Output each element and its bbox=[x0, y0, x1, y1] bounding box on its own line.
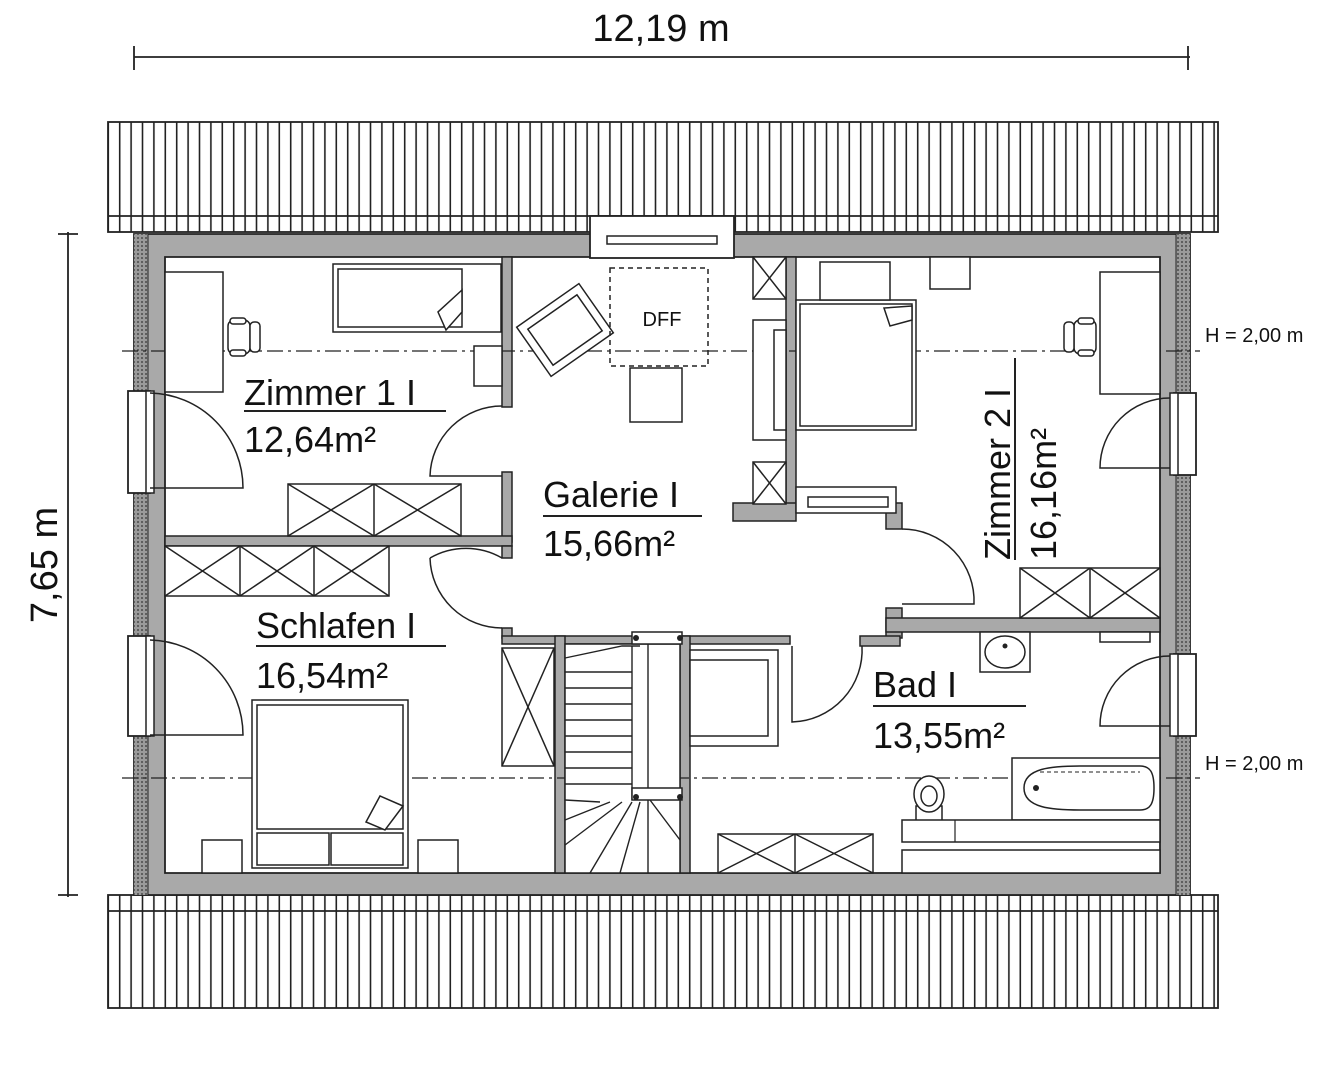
roof-window-label: DFF bbox=[643, 309, 682, 331]
room-area: 13,55m² bbox=[873, 715, 1005, 756]
desk-zimmer1 bbox=[164, 271, 224, 393]
double-bed-schlafen bbox=[251, 699, 409, 869]
side-table bbox=[629, 367, 683, 423]
window-left-lower bbox=[127, 635, 155, 737]
room-area: 16,54m² bbox=[256, 655, 388, 696]
height-marker-top: H = 2,00 m bbox=[1205, 325, 1303, 347]
bed-zimmer1 bbox=[332, 263, 502, 333]
wardrobe-zimmer1 bbox=[287, 483, 462, 537]
toilet-icon bbox=[913, 775, 945, 827]
door-swings bbox=[149, 392, 1171, 736]
room-name: Bad I bbox=[873, 664, 957, 705]
nightstand-zimmer1 bbox=[473, 345, 503, 387]
dormer-window bbox=[589, 215, 735, 259]
nightstands-schlafen bbox=[201, 839, 459, 874]
cabinet-bad bbox=[717, 833, 874, 874]
width-label: 12,19 m bbox=[592, 8, 729, 50]
roof-bottom bbox=[107, 894, 1219, 1009]
shelf-galerie bbox=[752, 256, 787, 505]
wardrobe-schlafen bbox=[164, 545, 390, 597]
height-marker-bottom: H = 2,00 m bbox=[1205, 753, 1303, 775]
bathtub-icon bbox=[1011, 757, 1161, 821]
armchair-icon bbox=[515, 282, 615, 378]
window-right-upper bbox=[1169, 392, 1197, 476]
chair-icon bbox=[227, 317, 261, 357]
room-name: Schlafen I bbox=[256, 605, 416, 646]
room-area: 16,16m² bbox=[1023, 428, 1064, 560]
room-schlafen: Schlafen I 16,54m² bbox=[256, 605, 446, 696]
room-name: Zimmer 1 I bbox=[244, 372, 416, 413]
room-name: Zimmer 2 I bbox=[977, 388, 1018, 560]
room-name: Galerie I bbox=[543, 474, 679, 515]
room-zimmer1: Zimmer 1 I 12,64m² bbox=[244, 372, 446, 460]
room-area: 12,64m² bbox=[244, 419, 376, 460]
wardrobe-zimmer2 bbox=[1019, 567, 1161, 619]
roof-window-dff: DFF bbox=[609, 267, 709, 367]
width-dimension: 12,19 m bbox=[133, 8, 1190, 70]
closet-stair-left bbox=[501, 647, 555, 767]
towel-rail bbox=[1099, 631, 1151, 643]
room-zimmer2: Zimmer 2 I 16,16m² bbox=[977, 358, 1064, 560]
washbasin-icon bbox=[979, 631, 1031, 673]
sofa-bad-hall bbox=[689, 649, 779, 747]
height-dimension: 7,65 m bbox=[24, 232, 78, 897]
room-bad: Bad I 13,55m² bbox=[873, 664, 1026, 756]
bench-zimmer2 bbox=[795, 486, 897, 514]
height-label: 7,65 m bbox=[24, 507, 66, 623]
room-galerie: Galerie I 15,66m² bbox=[543, 474, 702, 564]
window-left-upper bbox=[127, 390, 155, 494]
cabinet-zimmer2-top bbox=[929, 256, 971, 290]
bathroom-counter bbox=[901, 819, 1161, 874]
window-right-lower bbox=[1169, 653, 1197, 737]
bed-zimmer2 bbox=[795, 261, 917, 431]
room-area: 15,66m² bbox=[543, 523, 675, 564]
desk-zimmer2 bbox=[1099, 271, 1161, 395]
height-line-top: H = 2,00 m bbox=[122, 325, 1303, 352]
chair-icon-2 bbox=[1063, 317, 1097, 357]
staircase bbox=[564, 631, 683, 874]
